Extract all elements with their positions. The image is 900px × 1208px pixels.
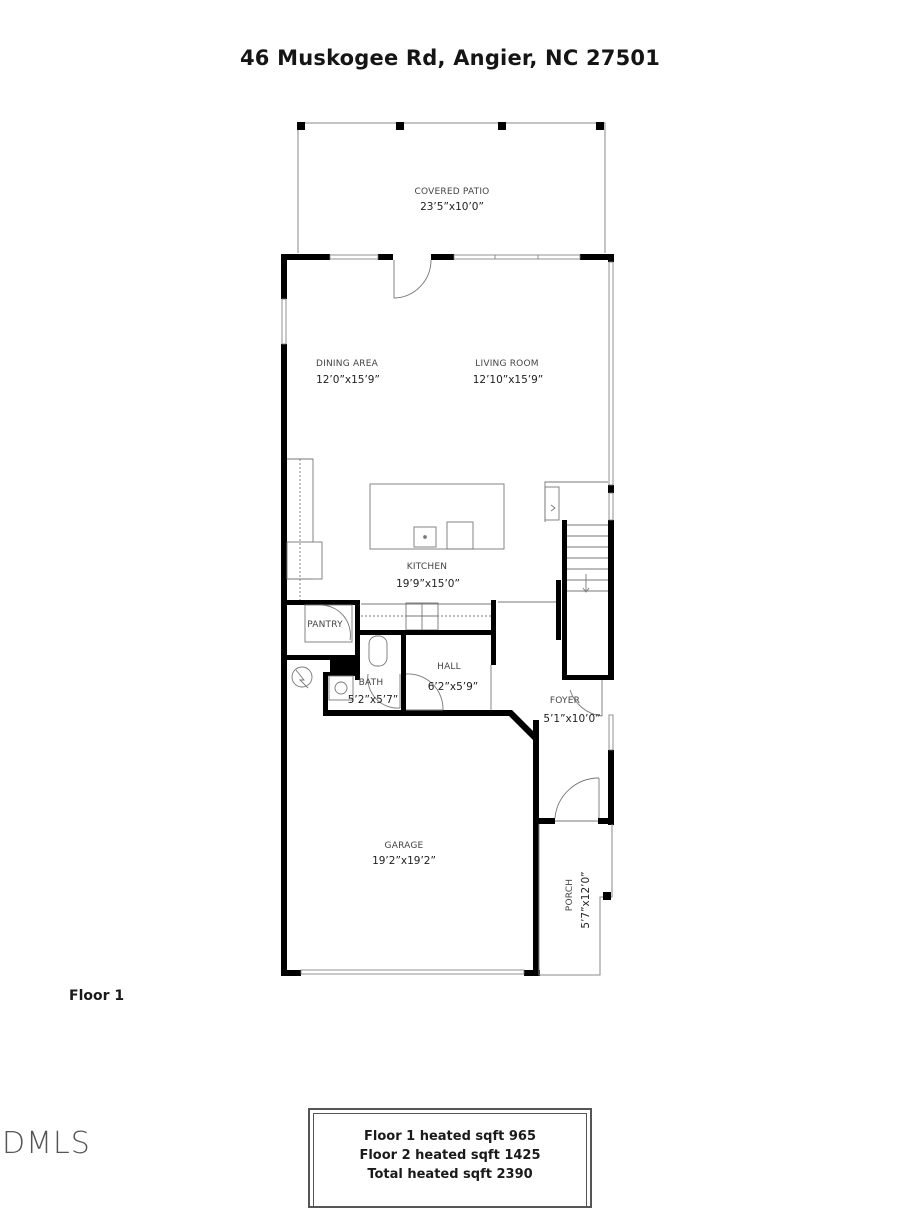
room-name: KITCHEN bbox=[407, 562, 447, 572]
water-heater-icon bbox=[291, 666, 313, 688]
post-icon bbox=[596, 122, 604, 130]
sqft-line-floor2: Floor 2 heated sqft 1425 bbox=[359, 1148, 541, 1163]
room-name: PANTRY bbox=[307, 620, 343, 630]
room-dims: 12’10”x15’9” bbox=[473, 374, 544, 386]
covered-patio bbox=[297, 122, 606, 253]
stairs bbox=[544, 481, 608, 822]
room-labels: COVERED PATIO 23’5”x10’0” DINING AREA 12… bbox=[307, 187, 600, 929]
interior-walls bbox=[287, 520, 608, 716]
patio-door bbox=[393, 259, 432, 299]
toilet-icon bbox=[368, 635, 388, 667]
post-icon bbox=[297, 122, 305, 130]
interior-fixtures bbox=[291, 604, 492, 711]
room-dims: 5’7”x12’0” bbox=[580, 871, 592, 928]
room-dims: 5’1”x10’0” bbox=[543, 713, 600, 725]
sqft-line-total: Total heated sqft 2390 bbox=[367, 1167, 533, 1182]
page-title: 46 Muskogee Rd, Angier, NC 27501 bbox=[239, 46, 661, 70]
room-name: LIVING ROOM bbox=[475, 359, 538, 369]
room-name: FOYER bbox=[550, 696, 580, 706]
sink-icon bbox=[413, 526, 437, 548]
room-name: COVERED PATIO bbox=[415, 187, 490, 197]
windows bbox=[281, 254, 614, 975]
room-name: BATH bbox=[359, 678, 384, 688]
room-dims: 23’5”x10’0” bbox=[420, 201, 484, 213]
watermark-logo: DMLS bbox=[2, 1126, 91, 1161]
room-dims: 6’2”x5’9” bbox=[428, 681, 479, 693]
kitchen-fixtures bbox=[286, 458, 556, 631]
room-name: DINING AREA bbox=[316, 359, 379, 369]
post-icon bbox=[396, 122, 404, 130]
sqft-summary-box: Floor 1 heated sqft 965 Floor 2 heated s… bbox=[308, 1108, 592, 1208]
vanity-icon bbox=[328, 675, 354, 701]
room-dims: 5’2”x5’7” bbox=[348, 694, 399, 706]
room-name: GARAGE bbox=[385, 841, 424, 851]
exterior-walls bbox=[281, 254, 614, 976]
room-dims: 19’2”x19’2” bbox=[372, 855, 436, 867]
room-name: HALL bbox=[437, 662, 461, 672]
room-name: PORCH bbox=[565, 879, 575, 911]
room-dims: 12’0”x15’9” bbox=[316, 374, 380, 386]
post-icon bbox=[498, 122, 506, 130]
floor-label: Floor 1 bbox=[69, 988, 125, 1004]
sqft-line-floor1: Floor 1 heated sqft 965 bbox=[364, 1129, 536, 1144]
room-dims: 19’9”x15’0” bbox=[396, 578, 460, 590]
dishwasher-icon bbox=[446, 521, 474, 550]
porch bbox=[538, 824, 613, 976]
